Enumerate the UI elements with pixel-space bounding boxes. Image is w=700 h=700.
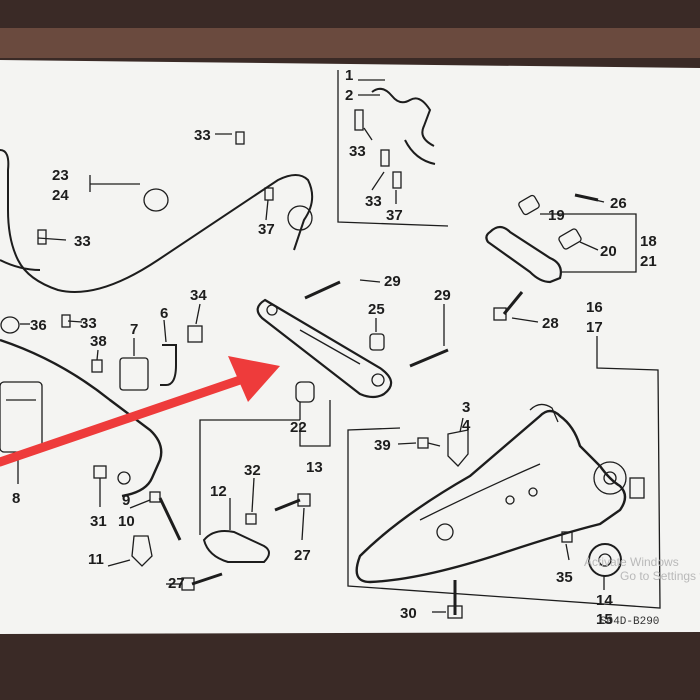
diagram-lines	[0, 70, 661, 619]
label-29-right: 29	[434, 287, 451, 304]
label-31: 31	[90, 513, 107, 530]
trailing-arm-box	[347, 336, 661, 609]
label-34: 34	[190, 287, 207, 304]
label-17: 17	[586, 319, 603, 336]
label-18: 18	[640, 233, 657, 250]
label-11: 11	[88, 551, 104, 568]
upper-arm-13	[256, 298, 393, 399]
label-24: 24	[52, 187, 69, 204]
lower-arm-18	[485, 225, 562, 284]
label-33-mid: 33	[80, 315, 97, 332]
screen-paper	[0, 60, 700, 634]
label-14: 14	[596, 592, 613, 609]
label-33-left: 33	[74, 233, 91, 250]
label-8: 8	[12, 490, 20, 507]
part-7-shape	[119, 357, 149, 391]
label-4: 4	[462, 417, 471, 434]
label-33-box-b: 33	[365, 193, 382, 210]
label-10: 10	[118, 513, 135, 530]
label-36: 36	[30, 317, 47, 334]
diagram-code: S04D-B290	[600, 616, 659, 628]
label-12: 12	[210, 483, 227, 500]
label-39: 39	[374, 437, 391, 454]
label-29-top: 29	[384, 273, 401, 290]
label-37-left: 37	[258, 221, 275, 238]
label-37-box: 37	[386, 207, 403, 224]
label-6: 6	[160, 305, 168, 322]
label-33-top: 33	[194, 127, 211, 144]
label-16: 16	[586, 299, 603, 316]
label-30: 30	[400, 605, 417, 622]
trailing-arm	[355, 409, 627, 584]
label-20: 20	[600, 243, 617, 260]
label-9: 9	[122, 492, 130, 509]
label-27-right: 27	[294, 547, 311, 564]
label-28: 28	[542, 315, 559, 332]
part-labels: 1 2 3 4 25 6 7 8 9 10 11 12 13 14 15 16 …	[12, 67, 657, 628]
label-27-bottom: 27	[168, 575, 185, 592]
label-1: 1	[345, 67, 353, 84]
activate-windows-subtitle: Go to Settings to activate Windows.	[620, 569, 700, 583]
label-7: 7	[130, 321, 138, 338]
arrow-head	[228, 356, 280, 402]
label-15: 15	[596, 611, 613, 628]
arrow-shaft	[0, 375, 245, 467]
label-32: 32	[244, 462, 261, 479]
activate-windows-title: Activate Windows	[584, 555, 679, 569]
bezel-top-edge	[0, 28, 700, 58]
label-3: 3	[462, 399, 470, 416]
label-19: 19	[548, 207, 565, 224]
label-35: 35	[556, 569, 573, 586]
label-26: 26	[610, 195, 627, 212]
label-38: 38	[90, 333, 107, 350]
label-2: 2	[345, 87, 353, 104]
label-13: 13	[306, 459, 323, 476]
label-22: 22	[290, 419, 307, 436]
label-5: 25	[368, 301, 385, 318]
red-arrow	[0, 356, 280, 467]
group-box-1-2	[337, 70, 449, 227]
label-21: 21	[640, 253, 657, 270]
label-33-box-a: 33	[349, 143, 366, 160]
label-23: 23	[52, 167, 69, 184]
